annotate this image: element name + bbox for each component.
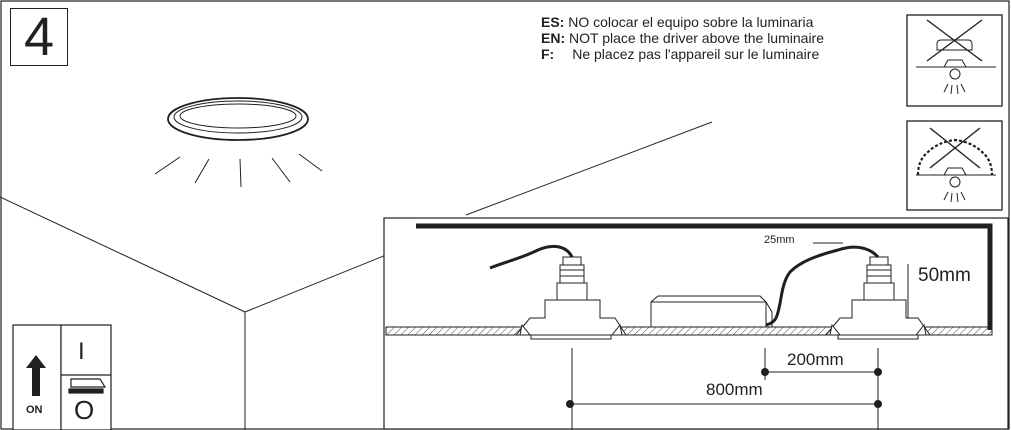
no-insulation-cover-icon — [906, 120, 1003, 211]
note-text: NO colocar el equipo sobre la luminaria — [568, 14, 814, 30]
no-driver-on-luminaire-icon — [906, 14, 1003, 107]
height-dimension-label: 50mm — [918, 265, 971, 286]
downlight-section-right — [765, 245, 931, 340]
note-fr: F: Ne placez pas l'appareil sur le lumina… — [541, 46, 824, 62]
note-lang: EN: — [541, 30, 566, 46]
downlight-section-left — [489, 244, 627, 340]
ceiling-downlight — [167, 97, 309, 141]
switch-on-symbol: I — [78, 338, 85, 365]
note-text: Ne placez pas l'appareil sur le luminair… — [572, 46, 820, 62]
note-lang: F: — [541, 46, 555, 62]
note-en: EN: NOT place the driver above the lumin… — [541, 30, 824, 46]
light-rays — [154, 153, 323, 188]
led-driver — [650, 295, 773, 328]
switch-off-symbol: O — [74, 395, 95, 425]
note-lang: ES: — [541, 14, 565, 30]
note-es: ES: NO colocar el equipo sobre la lumina… — [541, 14, 824, 30]
switch-on-label: ON — [26, 404, 43, 416]
note-text: NOT place the driver above the luminaire — [569, 30, 824, 46]
room-corner — [0, 121, 713, 430]
max-spacing-label: 800mm — [706, 380, 763, 399]
min-spacing-label: 200mm — [787, 350, 844, 369]
warning-notes: ES: NO colocar el equipo sobre la lumina… — [541, 14, 824, 62]
on-arrow-icon — [26, 355, 46, 396]
clearance-dimension-label: 25mm — [764, 234, 795, 246]
step-number: 4 — [10, 8, 68, 66]
dimension-lines — [566, 242, 909, 430]
